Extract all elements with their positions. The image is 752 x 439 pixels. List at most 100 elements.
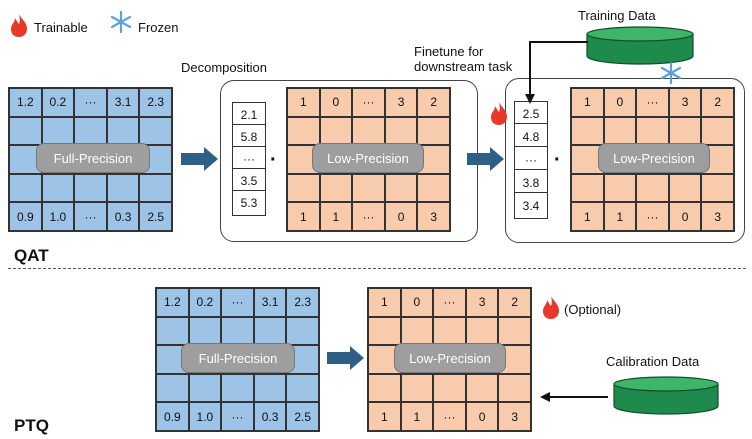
grid-cell: 3 [384, 88, 418, 117]
grid-cell [286, 316, 319, 346]
optional-label: (Optional) [564, 302, 622, 317]
scale-value: 3.8 [515, 173, 547, 193]
grid-cell: 2 [417, 88, 450, 117]
grid-cell: 1.0 [41, 202, 75, 231]
scale-value: 3.4 [522, 199, 540, 213]
training-data-cylinder [586, 26, 694, 65]
grid-cell: ··· [221, 288, 254, 317]
grid-cell [106, 116, 140, 146]
grid-cell: ··· [636, 202, 669, 231]
grid-cell: 0.2 [188, 288, 222, 317]
grid-cell: 0.2 [41, 88, 75, 117]
grid-cell: ··· [352, 202, 385, 231]
low-precision-badge: Low-Precision [312, 143, 424, 173]
grid-cell [221, 316, 254, 346]
grid-cell [368, 316, 401, 346]
grid-cell: 1 [571, 88, 604, 117]
grid-cell [9, 116, 42, 146]
decomposition-label: Decomposition [181, 60, 267, 75]
grid-cell [701, 116, 734, 146]
scale-value: 5.8 [233, 127, 265, 147]
legend-frozen-label: Frozen [138, 20, 179, 35]
grid-cell [9, 173, 42, 203]
grid-cell: 1.2 [156, 288, 189, 317]
fire-icon [11, 14, 27, 37]
grid-cell [74, 116, 107, 146]
grid-cell: ··· [636, 88, 669, 117]
full-precision-badge: Full-Precision [36, 143, 150, 173]
grid-cell: ··· [433, 288, 466, 317]
fire-icon [491, 102, 507, 125]
training-data-arrow [525, 41, 588, 104]
grid-cell: 0 [400, 288, 434, 317]
grid-cell [668, 173, 702, 203]
qat-label: QAT [14, 246, 49, 265]
fire-icon [543, 296, 559, 319]
grid-cell: ··· [74, 202, 107, 231]
grid-cell [417, 116, 450, 146]
scale-value: 3.5 [233, 171, 265, 191]
right-arrow-icon [181, 147, 218, 171]
multiply-dot: · [554, 149, 561, 171]
grid-cell [636, 173, 669, 203]
finetuned-weights-box [505, 78, 745, 243]
grid-cell: 0.3 [106, 202, 140, 231]
scale-value: ··· [515, 150, 547, 170]
scale-value: 2.1 [233, 105, 265, 125]
grid-cell: 1.2 [9, 88, 42, 117]
grid-cell: 1 [400, 402, 434, 431]
grid-cell: ··· [352, 88, 385, 117]
grid-cell: ··· [74, 88, 107, 117]
grid-cell: 2.3 [286, 288, 319, 317]
low-precision-badge: Low-Precision [394, 343, 506, 373]
grid-cell [636, 116, 669, 146]
scale-value: 2.5 [515, 104, 547, 124]
grid-cell [498, 373, 531, 403]
grid-cell: 0 [465, 402, 499, 431]
grid-cell: 1 [368, 288, 401, 317]
scale-vector-after: 2.5 4.8 ··· 3.8 3.4 [514, 101, 548, 219]
grid-cell [701, 173, 734, 203]
grid-cell: 2.3 [139, 88, 172, 117]
finetune-label-line1: Finetune for [414, 44, 484, 59]
grid-cell: 3.1 [253, 288, 287, 317]
grid-cell [287, 173, 320, 203]
training-data-label: Training Data [578, 8, 656, 23]
grid-cell: ··· [433, 402, 466, 431]
grid-cell [139, 116, 172, 146]
scale-vector-before: 2.1 5.8 ··· 3.5 5.3 [232, 102, 266, 216]
finetune-label-line2: downstream task [414, 59, 513, 74]
grid-cell: 1 [319, 202, 353, 231]
calibration-data-cylinder [613, 376, 719, 415]
grid-cell [603, 116, 637, 146]
grid-cell [352, 116, 385, 146]
calibration-data-label: Calibration Data [606, 354, 700, 369]
grid-cell: 0 [319, 88, 353, 117]
grid-cell: 0.3 [253, 402, 287, 431]
grid-cell: 2 [701, 88, 734, 117]
grid-cell [352, 173, 385, 203]
grid-cell [498, 316, 531, 346]
grid-cell [668, 116, 702, 146]
grid-cell [188, 316, 222, 346]
grid-cell [41, 116, 75, 146]
ptq-label: PTQ [14, 416, 49, 435]
grid-cell: ··· [221, 402, 254, 431]
calibration-arrow [540, 392, 608, 402]
right-arrow-icon [467, 147, 504, 171]
grid-cell [156, 316, 189, 346]
grid-cell: 2 [498, 288, 531, 317]
grid-cell [433, 373, 466, 403]
scale-value: 5.3 [240, 196, 258, 210]
grid-cell [433, 316, 466, 346]
grid-cell [368, 373, 401, 403]
grid-cell: 3 [701, 202, 734, 231]
grid-cell: 2.5 [139, 202, 172, 231]
grid-cell: 0 [384, 202, 418, 231]
full-precision-badge: Full-Precision [181, 343, 295, 373]
low-precision-badge: Low-Precision [598, 143, 710, 173]
grid-cell: 3 [668, 88, 702, 117]
grid-cell [384, 173, 418, 203]
grid-cell [286, 373, 319, 403]
grid-cell: 1 [287, 202, 320, 231]
